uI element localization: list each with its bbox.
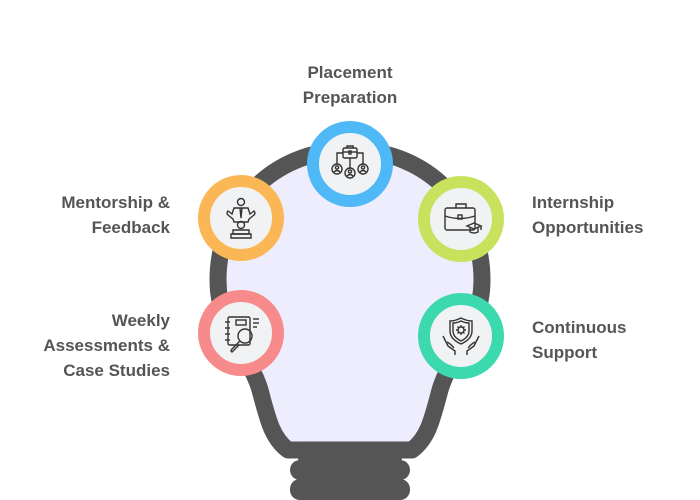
placement-preparation-node bbox=[307, 121, 393, 207]
continuous-support-node bbox=[418, 293, 504, 379]
internship-opportunities-node bbox=[418, 176, 504, 262]
label-line: Case Studies bbox=[63, 361, 170, 380]
label-line: Preparation bbox=[302, 88, 398, 107]
label-line: Continuous bbox=[532, 318, 627, 337]
bulb-base bbox=[290, 446, 410, 500]
briefcase-graduation-cap-icon bbox=[444, 203, 483, 234]
label-line: Support bbox=[532, 343, 598, 362]
label-line: Assessments & bbox=[43, 336, 170, 355]
internship-opportunities-label: Internship Opportunities bbox=[532, 190, 692, 240]
label-line: Opportunities bbox=[532, 218, 644, 237]
label-line: Feedback bbox=[91, 218, 170, 237]
label-line: Mentorship & bbox=[61, 193, 170, 212]
continuous-support-label: Continuous Support bbox=[532, 315, 692, 365]
notebook-magnifier-icon bbox=[225, 316, 259, 353]
label-line: Weekly bbox=[111, 311, 170, 330]
label-line: Internship bbox=[532, 193, 615, 212]
weekly-assessments-label: Weekly Assessments & Case Studies bbox=[20, 308, 170, 383]
label-line: Placement bbox=[307, 63, 393, 82]
org-chart-briefcase-icon bbox=[331, 145, 369, 179]
mentor-presenter-icon bbox=[226, 197, 256, 239]
mentorship-feedback-label: Mentorship & Feedback bbox=[20, 190, 170, 240]
placement-preparation-label: Placement Preparation bbox=[280, 60, 420, 110]
weekly-assessments-node bbox=[198, 290, 284, 376]
hands-shield-icon bbox=[442, 317, 480, 355]
mentorship-feedback-node bbox=[198, 175, 284, 261]
